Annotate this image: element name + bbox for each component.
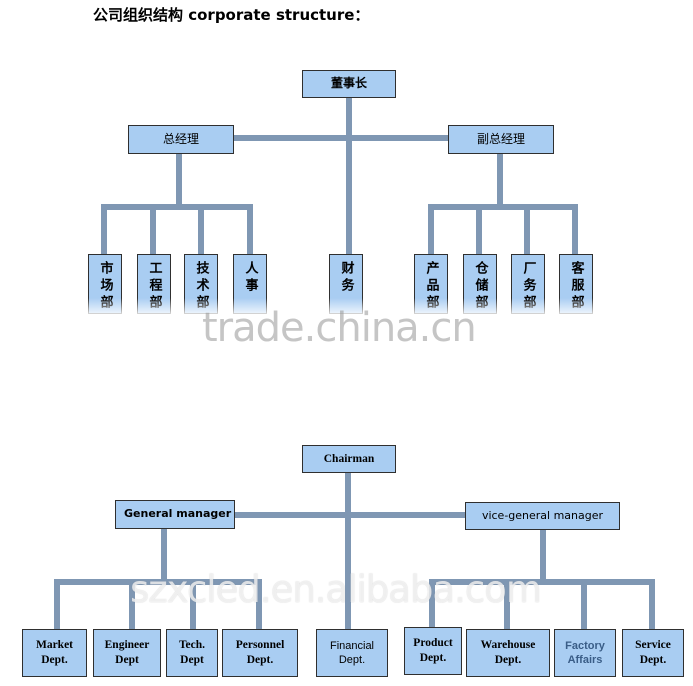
en-dept-box: Product Dept. — [404, 627, 462, 675]
en-dept-box: Warehouse Dept. — [466, 629, 550, 677]
connector-line — [129, 579, 135, 631]
cn-vice-general-manager-box: 副总经理 — [448, 125, 554, 154]
cn-dept-label: 财务 — [338, 261, 354, 295]
en-general-manager-box: General manager — [115, 500, 235, 529]
en-chairman-box: Chairman — [302, 445, 396, 473]
connector-line — [247, 204, 253, 256]
en-dept-box: Service Dept. — [622, 629, 684, 677]
connector-line — [150, 204, 156, 256]
en-dept-box: Factory Affairs — [554, 629, 616, 677]
connector-line — [524, 204, 530, 256]
connector-line — [504, 579, 510, 631]
connector-line — [345, 472, 351, 632]
fade-overlay — [70, 298, 600, 332]
connector-line — [232, 512, 468, 518]
connector-line — [256, 579, 262, 631]
connector-line — [176, 153, 182, 207]
en-vice-general-manager-box: vice-general manager — [465, 502, 620, 530]
connector-line — [540, 528, 546, 582]
connector-line — [54, 579, 262, 585]
connector-line — [581, 579, 587, 631]
connector-line — [476, 204, 482, 256]
connector-line — [198, 204, 204, 256]
connector-line — [101, 204, 253, 210]
connector-line — [429, 579, 655, 585]
connector-line — [572, 204, 578, 256]
connector-line — [649, 579, 655, 631]
connector-line — [428, 204, 434, 256]
cn-dept-label: 人事 — [242, 261, 258, 295]
cn-general-manager-box: 总经理 — [128, 125, 234, 154]
en-dept-box: Personnel Dept. — [222, 629, 298, 677]
connector-line — [429, 579, 435, 631]
connector-line — [101, 204, 107, 256]
connector-line — [190, 579, 196, 631]
connector-line — [54, 579, 60, 631]
cn-chairman-box: 董事长 — [302, 70, 396, 98]
en-dept-box: Engineer Dept — [93, 629, 161, 677]
connector-line — [428, 204, 578, 210]
connector-line — [161, 528, 167, 582]
page-title: 公司组织结构 corporate structure： — [93, 6, 370, 24]
en-dept-box: Tech. Dept — [166, 629, 218, 677]
en-dept-box: Market Dept. — [22, 629, 87, 677]
en-dept-box: Financial Dept. — [316, 629, 388, 677]
connector-line — [497, 153, 503, 207]
connector-line — [346, 97, 352, 255]
connector-line — [232, 135, 450, 141]
